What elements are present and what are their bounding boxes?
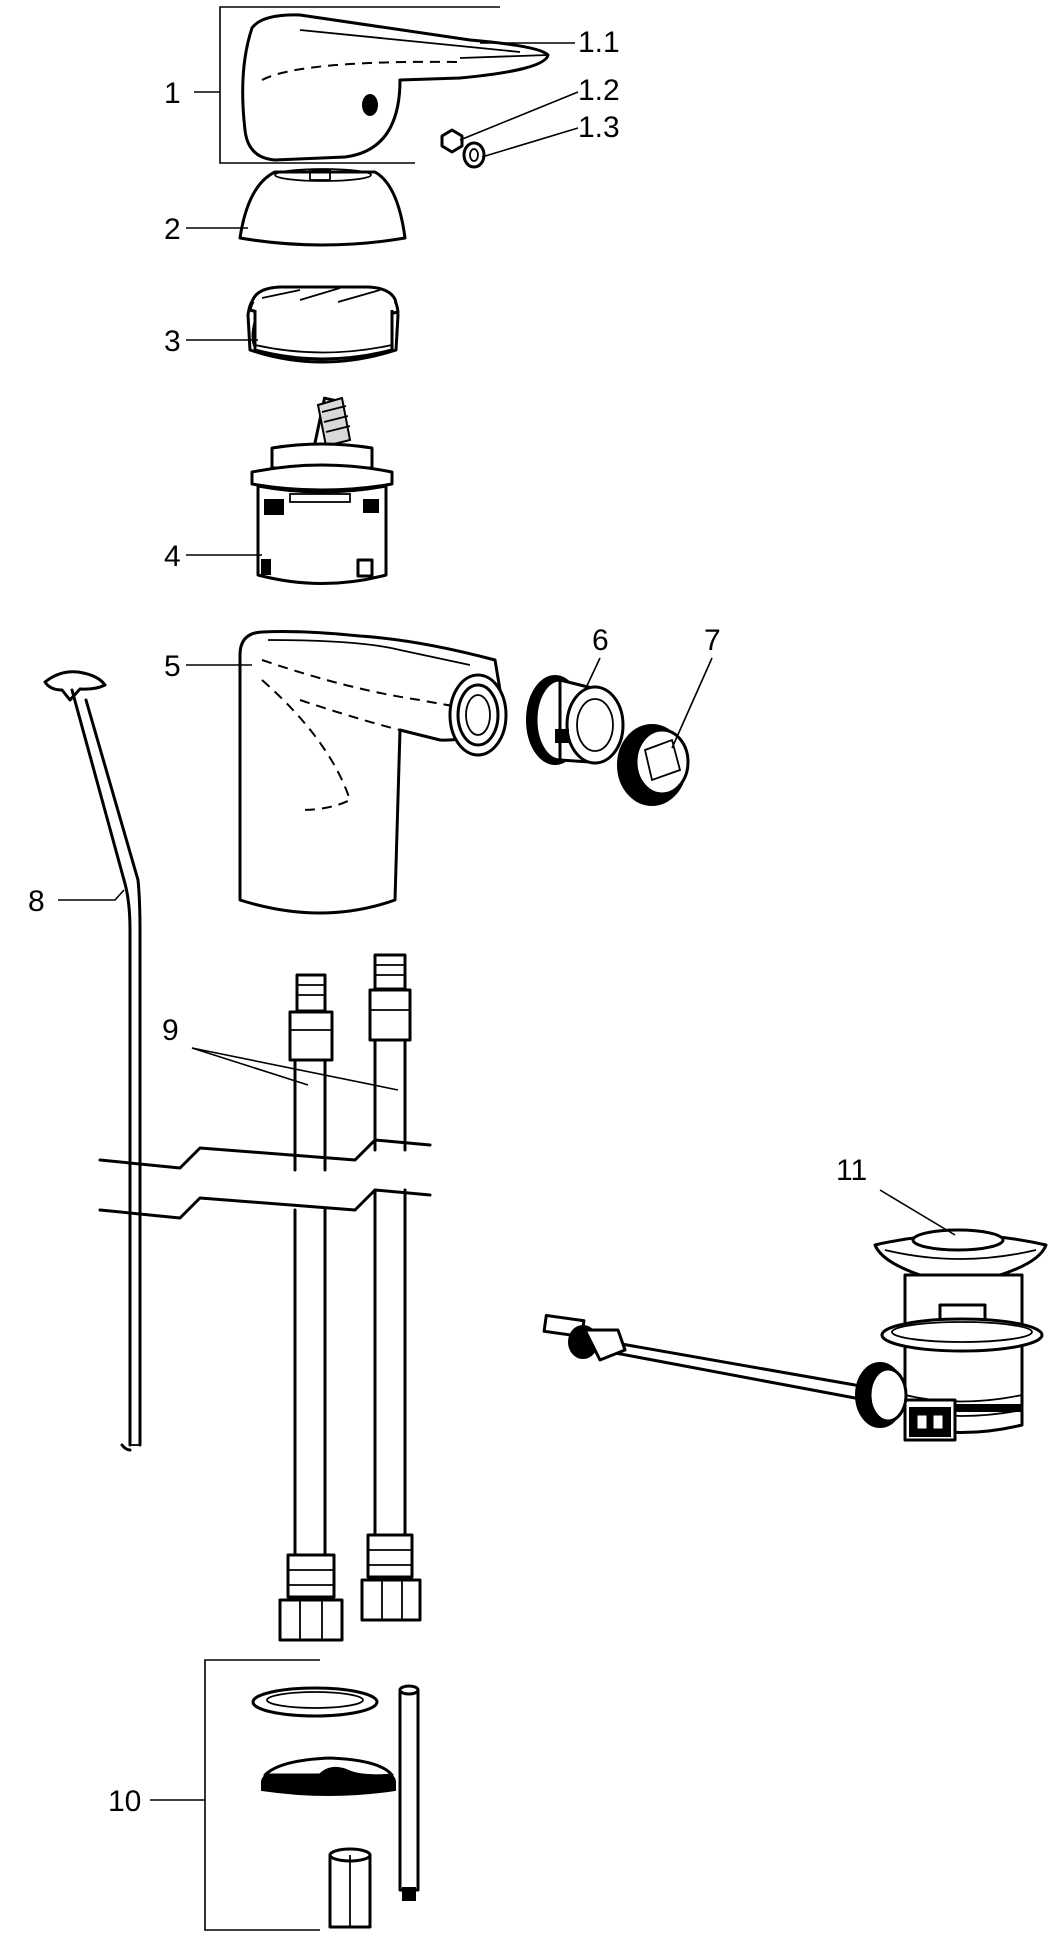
part-2-cover-cap xyxy=(238,168,407,247)
part-8-pop-up-rod xyxy=(43,670,142,1452)
label-5: 5 xyxy=(164,650,181,683)
part-6-aerator-housing xyxy=(526,675,625,765)
label-1-2: 1.2 xyxy=(578,74,620,107)
part-7-aerator xyxy=(617,724,690,806)
part-9-supply-hoses xyxy=(278,953,422,1642)
label-1-3: 1.3 xyxy=(578,111,620,144)
part-5-faucet-body xyxy=(238,630,508,915)
part-10-mounting-kit xyxy=(204,1659,420,1931)
part-11-pop-up-waste xyxy=(542,1228,1048,1442)
label-8: 8 xyxy=(28,885,45,918)
part-4-cartridge xyxy=(250,396,394,585)
label-9: 9 xyxy=(162,1014,179,1047)
label-10: 10 xyxy=(108,1785,141,1818)
label-1-1: 1.1 xyxy=(578,26,620,59)
part-labels: 1 1.1 1.2 1.3 2 3 4 5 6 7 8 9 10 11 xyxy=(28,26,867,1818)
leader-lines xyxy=(58,42,956,1801)
label-6: 6 xyxy=(592,624,609,657)
label-1: 1 xyxy=(164,77,181,110)
label-11: 11 xyxy=(836,1154,867,1187)
label-3: 3 xyxy=(164,325,181,358)
part-1-handle-group xyxy=(219,6,550,169)
part-3-ring-nut xyxy=(246,285,400,364)
label-4: 4 xyxy=(164,540,181,573)
label-7: 7 xyxy=(704,624,721,657)
break-lines xyxy=(98,1138,432,1220)
label-2: 2 xyxy=(164,213,181,246)
